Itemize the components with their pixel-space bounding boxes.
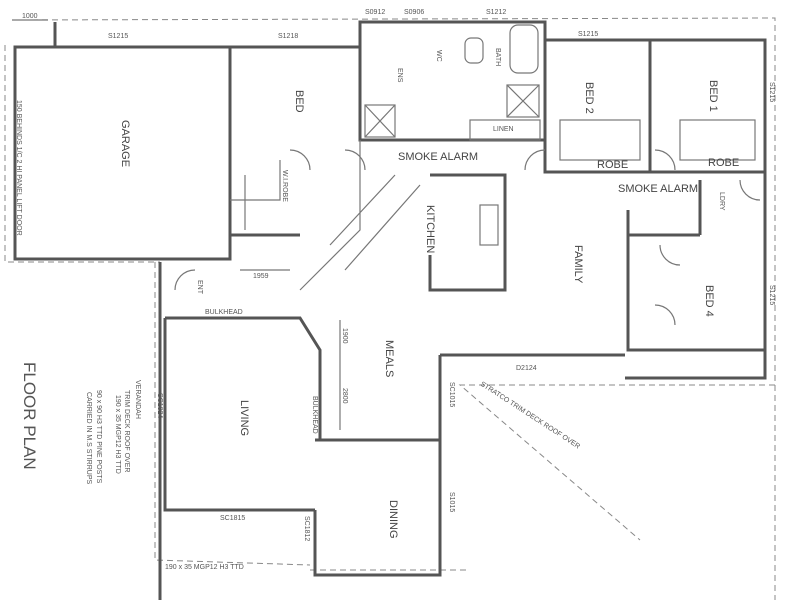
door-label: D2124 xyxy=(516,365,537,372)
window-label: S0912 xyxy=(365,9,385,16)
dimension-1000: 1000 xyxy=(22,13,38,20)
verandah-label: VERANDAH xyxy=(134,380,141,419)
shower xyxy=(506,84,540,118)
window-label: S1215 xyxy=(768,82,775,102)
room-label-bed: BED xyxy=(293,90,305,113)
sink xyxy=(479,204,499,246)
room-label-linen: LINEN xyxy=(493,126,514,133)
garage-door-note: 150 BEHINDS 1/C 2 HI PANEL LIFT DOOR xyxy=(15,100,22,236)
doors xyxy=(174,149,761,326)
window-label: S1215 xyxy=(578,31,598,38)
window-label: SC1824 xyxy=(156,393,163,418)
room-label-living: LIVING xyxy=(238,400,250,436)
room-label-bath: BATH xyxy=(494,48,501,66)
dimension-1959: 1959 xyxy=(253,273,269,280)
room-label-wc: WC xyxy=(435,50,442,62)
window-label: S1215 xyxy=(108,33,128,40)
window-label: SC1815 xyxy=(220,515,245,522)
smoke-alarm-label: SMOKE ALARM xyxy=(618,183,698,195)
fascia-note: 190 x 35 MGP12 H3 TTD xyxy=(165,564,244,571)
bathtub xyxy=(509,24,539,74)
room-label-dining: DINING xyxy=(387,500,399,539)
room-label-garage: GARAGE xyxy=(119,120,131,167)
bulkhead-note: BULKHEAD xyxy=(205,309,243,316)
plan-title: FLOOR PLAN xyxy=(20,362,39,470)
room-label-kitchen: KITCHEN xyxy=(424,205,436,253)
room-label-ent: ENT xyxy=(196,280,203,295)
fixtures xyxy=(364,24,756,246)
verandah-note: TRIM DECK ROOF OVER xyxy=(123,390,130,472)
basin xyxy=(464,37,484,64)
window-label: S0906 xyxy=(404,9,424,16)
room-label-wirobe: W.I.ROBE xyxy=(281,170,288,202)
verandah-note: 190 x 35 MGP12 H3 TTD xyxy=(114,395,121,474)
roofline xyxy=(4,17,776,600)
room-label-ldry: LDRY xyxy=(718,192,725,211)
ensuite-shower xyxy=(364,104,396,138)
room-label-robe-bed1: ROBE xyxy=(708,157,739,169)
robe-bed2 xyxy=(559,119,641,161)
dimension-1900: 1900 xyxy=(341,328,348,344)
smoke-alarm-label: SMOKE ALARM xyxy=(398,151,478,163)
room-label-ens: ENS xyxy=(396,68,403,83)
window-label: SC1812 xyxy=(303,516,310,541)
room-label-bed1: BED 1 xyxy=(707,80,719,112)
room-label-family: FAMILY xyxy=(572,245,584,284)
linen xyxy=(469,119,541,141)
room-label-bed2: BED 2 xyxy=(583,82,595,114)
dimension-2800: 2800 xyxy=(341,388,348,404)
robe-bed1 xyxy=(679,119,756,161)
verandah-note: 90 x 90 H3 TTD PINE POSTS xyxy=(95,390,102,484)
window-label: S1215 xyxy=(768,285,775,305)
room-label-robe-bed2: ROBE xyxy=(597,159,628,171)
walls xyxy=(13,20,767,600)
room-label-bed4: BED 4 xyxy=(703,285,715,317)
window-label: SC1015 xyxy=(448,382,455,407)
verandah-note: CARRIED IN M.S STIRRUPS xyxy=(85,392,92,485)
room-label-meals: MEALS xyxy=(383,340,395,377)
window-label: S1015 xyxy=(448,492,455,512)
roof-note: STRATCO TRIM DECK ROOF OVER xyxy=(479,381,581,451)
window-label: S1212 xyxy=(486,9,506,16)
bulkhead-note: BULKHEAD xyxy=(311,396,318,434)
window-label: S1218 xyxy=(278,33,298,40)
